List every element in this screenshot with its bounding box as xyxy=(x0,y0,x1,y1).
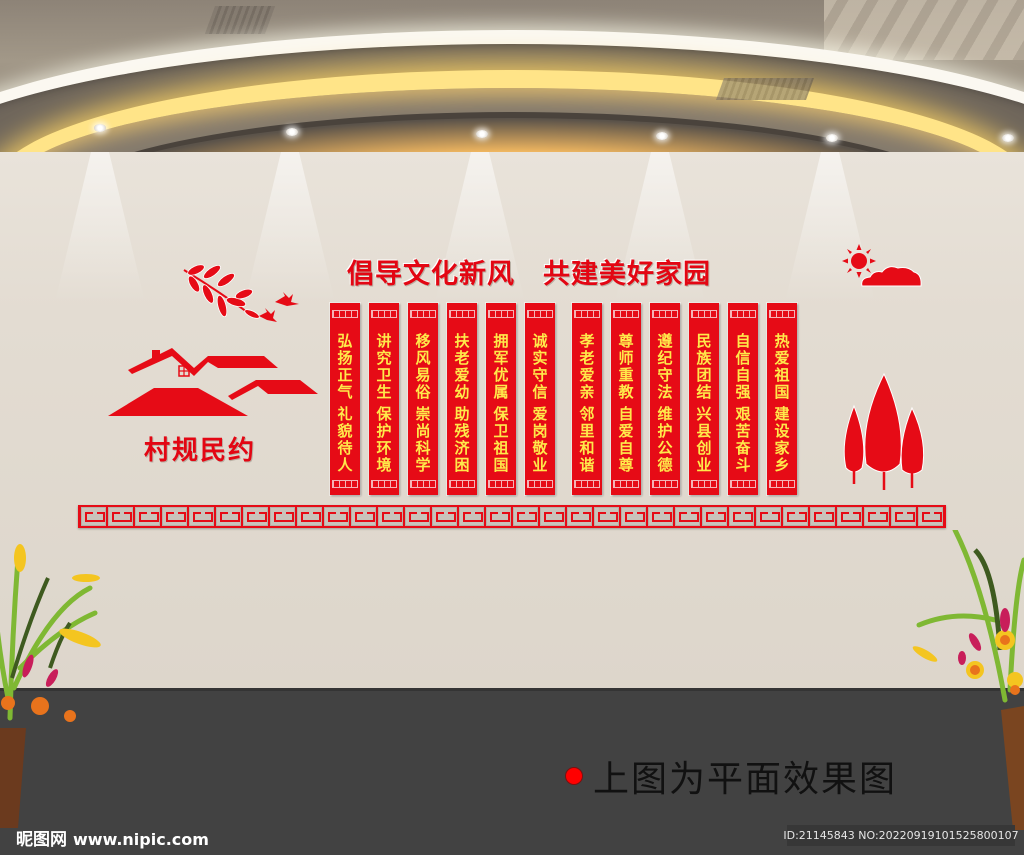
fret-pattern xyxy=(332,310,358,318)
fret-pattern xyxy=(691,480,717,488)
watermark-logo: 昵图网 www.nipic.com xyxy=(16,825,209,850)
plant-icon xyxy=(912,530,1024,830)
village-rules-title: 村规民约 xyxy=(144,436,257,466)
fret-pattern xyxy=(769,310,795,318)
fret-pattern xyxy=(488,310,514,318)
fret-pattern xyxy=(527,310,553,318)
fret-pattern xyxy=(410,310,436,318)
sun-icon xyxy=(842,244,876,278)
fret-pattern xyxy=(410,480,436,488)
banner-line1: 诚实守信 xyxy=(532,332,548,401)
fret-pattern xyxy=(730,310,756,318)
fret-pattern xyxy=(574,310,600,318)
fret-pattern xyxy=(691,310,717,318)
fret-pattern xyxy=(371,310,397,318)
spotlight-icon xyxy=(286,128,298,136)
spotlight-icon xyxy=(94,124,106,132)
banner-line2: 维护公德 xyxy=(657,405,673,474)
ceiling-vent xyxy=(715,78,815,100)
watermark-site: www.nipic.com xyxy=(73,830,209,849)
fret-pattern xyxy=(613,480,639,488)
banner-line2: 保卫祖国 xyxy=(493,405,509,474)
watermark-id: ID:21145843 NO:20220919101525800107 xyxy=(783,825,1019,846)
banner: 讲究卫生保护环境 xyxy=(369,303,399,495)
banner: 拥军优属保卫祖国 xyxy=(486,303,516,495)
banner-line2: 自爱自尊 xyxy=(618,405,634,474)
birds-icon xyxy=(259,292,299,322)
banner-line1: 尊师重教 xyxy=(618,332,634,401)
fret-pattern xyxy=(613,310,639,318)
banner-line2: 助残济困 xyxy=(454,405,470,474)
spotlight-icon xyxy=(826,134,838,142)
fret-pattern xyxy=(574,480,600,488)
banner-line1: 遵纪守法 xyxy=(657,332,673,401)
fret-pattern xyxy=(371,480,397,488)
banner-line2: 爱岗敬业 xyxy=(532,405,548,474)
banner: 诚实守信爱岗敬业 xyxy=(525,303,555,495)
banner-line1: 民族团结 xyxy=(696,332,712,401)
fret-pattern xyxy=(652,310,678,318)
banner-line2: 礼貌待人 xyxy=(337,405,353,474)
banner-line2: 保护环境 xyxy=(376,405,392,474)
red-dot-icon xyxy=(565,767,583,785)
banner: 民族团结兴县创业 xyxy=(689,303,719,495)
plant-icon xyxy=(0,544,101,828)
caption-text: 上图为平面效果图 xyxy=(593,759,898,800)
banner-line2: 艰苦奋斗 xyxy=(735,405,751,474)
ceiling xyxy=(0,0,1024,152)
light-beam xyxy=(55,152,145,302)
caption: 上图为平面效果图 xyxy=(565,750,897,802)
fret-pattern xyxy=(527,480,553,488)
houses-icon xyxy=(108,348,318,416)
leaf-branch-icon xyxy=(183,264,260,319)
banner-line1: 讲究卫生 xyxy=(376,332,392,401)
fret-pattern xyxy=(449,310,475,318)
banner-line1: 自信自强 xyxy=(735,332,751,401)
ceiling-fins xyxy=(824,0,1024,60)
fret-pattern xyxy=(449,480,475,488)
banner-line2: 兴县创业 xyxy=(696,405,712,474)
fret-pattern xyxy=(730,480,756,488)
banner: 孝老爱亲邻里和谐 xyxy=(572,303,602,495)
fret-pattern xyxy=(332,480,358,488)
fret-pattern xyxy=(652,480,678,488)
banner-line1: 扶老爱幼 xyxy=(454,332,470,401)
banner: 弘扬正气礼貌待人 xyxy=(330,303,360,495)
banner: 尊师重教自爱自尊 xyxy=(611,303,641,495)
banner: 移风易俗崇尚科学 xyxy=(408,303,438,495)
banner-line2: 建设家乡 xyxy=(774,405,790,474)
fret-border-strip xyxy=(78,505,946,528)
spotlight-icon xyxy=(656,132,668,140)
spotlight-icon xyxy=(476,130,488,138)
banner-line1: 拥军优属 xyxy=(493,332,509,401)
cloud-icon xyxy=(861,266,922,287)
fret-pattern xyxy=(488,480,514,488)
headline: 倡导文化新风共建美好家园 xyxy=(347,252,711,292)
banner-line1: 移风易俗 xyxy=(415,332,431,401)
headline-right: 共建美好家园 xyxy=(543,259,711,290)
watermark-logo-text: 昵图网 xyxy=(16,830,67,850)
banner-line1: 弘扬正气 xyxy=(337,332,353,401)
banner-line2: 邻里和谐 xyxy=(579,405,595,474)
headline-left: 倡导文化新风 xyxy=(347,259,515,290)
banner: 扶老爱幼助残济困 xyxy=(447,303,477,495)
trees-icon xyxy=(843,372,925,490)
banner-line1: 孝老爱亲 xyxy=(579,332,595,401)
banner: 自信自强艰苦奋斗 xyxy=(728,303,758,495)
ceiling-vent xyxy=(204,6,276,34)
banner-line2: 崇尚科学 xyxy=(415,405,431,474)
banner-line1: 热爱祖国 xyxy=(774,332,790,401)
fret-pattern xyxy=(769,480,795,488)
spotlight-icon xyxy=(1002,134,1014,142)
banner: 遵纪守法维护公德 xyxy=(650,303,680,495)
banner: 热爱祖国建设家乡 xyxy=(767,303,797,495)
